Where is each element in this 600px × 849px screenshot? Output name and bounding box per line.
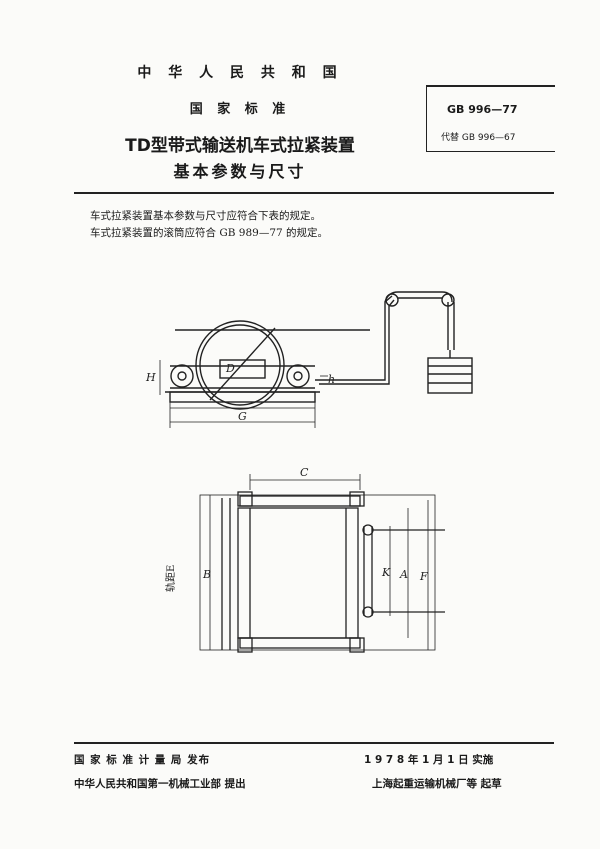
proposer-line: 中华人民共和国第一机械工业部 提出 (74, 778, 246, 790)
standard-number-box (426, 85, 555, 152)
top-divider (74, 192, 554, 194)
dim-label-C: C (300, 466, 309, 479)
country-name: 中 华 人 民 共 和 国 (137, 65, 343, 81)
dim-label-D: D (225, 362, 235, 375)
body-line-2: 车式拉紧装置的滚筒应符合 GB 989—77 的规定。 (90, 227, 329, 239)
side-view-drawing: D H h G (145, 291, 473, 428)
dim-label-F: F (419, 570, 428, 583)
dim-label-h: h (328, 373, 335, 386)
dim-label-K: K (381, 566, 391, 579)
issuer-line: 国 家 标 准 计 量 局 发布 (74, 754, 211, 766)
body-line-1: 车式拉紧装置基本参数与尺寸应符合下表的规定。 (90, 210, 321, 222)
standard-subtitle: 基本参数与尺寸 (173, 162, 307, 181)
plan-view-drawing: C B K A F 轨距E (164, 466, 445, 653)
dim-label-E: 轨距E (164, 565, 177, 592)
standard-title: TD型带式输送机车式拉紧装置 (125, 136, 355, 156)
bottom-divider (74, 742, 554, 744)
effective-date: 1 9 7 8 年 1 月 1 日 实施 (364, 754, 494, 766)
standard-code: GB 996—77 (447, 103, 518, 116)
standard-type: 国 家 标 准 (189, 102, 291, 117)
dim-label-H: H (145, 371, 156, 384)
drafter-line: 上海起重运输机械厂等 起草 (372, 778, 502, 790)
dim-label-A: A (399, 568, 408, 581)
dim-label-G: G (238, 410, 247, 423)
replaced-standard: 代替 GB 996—67 (441, 133, 516, 143)
dim-label-B: B (202, 568, 211, 581)
